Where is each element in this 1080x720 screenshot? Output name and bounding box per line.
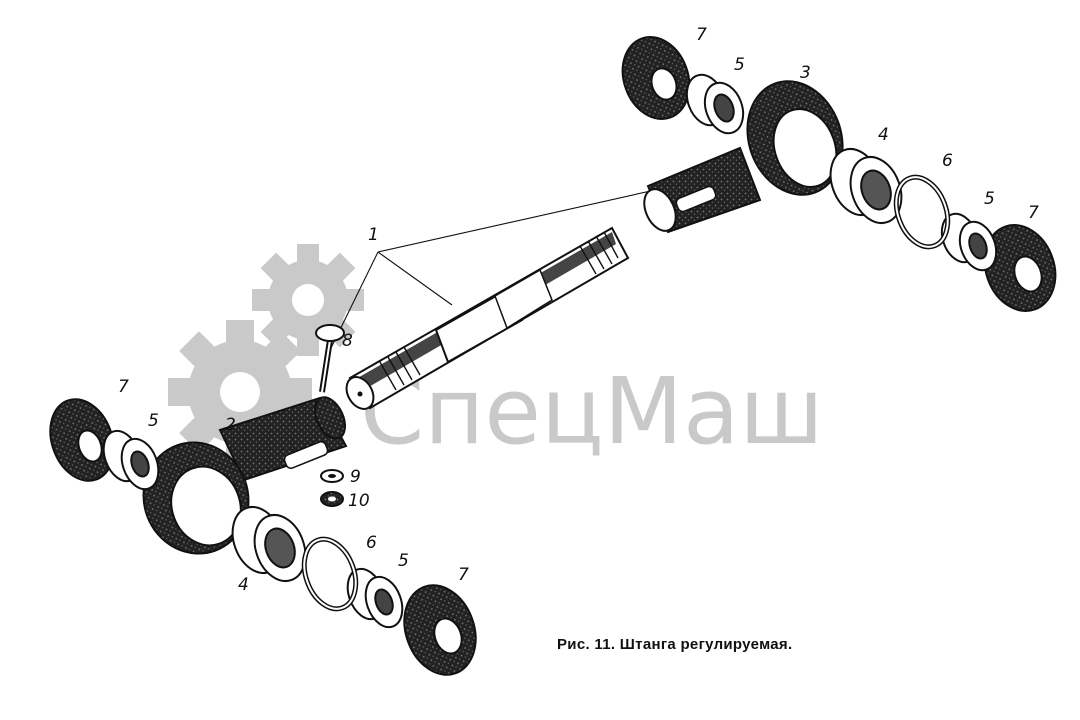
label-right-seal-bottom: 7 xyxy=(1028,203,1039,223)
label-left-outer-race: 4 xyxy=(238,575,249,595)
nut-hole xyxy=(328,496,336,502)
label-left-seal-bottom: 7 xyxy=(458,565,469,585)
outer-race-right xyxy=(829,148,903,224)
label-rod: 1 xyxy=(368,225,379,245)
label-right-retaining-ring: 6 xyxy=(942,151,953,171)
seal-right-bottom xyxy=(983,224,1057,312)
label-left-retaining-ring: 6 xyxy=(366,533,377,553)
roller-bearing-left-top xyxy=(102,429,160,491)
seal-right-top xyxy=(621,36,691,120)
right-rod-head xyxy=(643,80,844,234)
label-left-seal-top: 7 xyxy=(118,377,129,397)
left-rod-head xyxy=(142,396,348,555)
label-right-outer-race: 4 xyxy=(878,125,889,145)
label-bolt: 8 xyxy=(342,331,353,351)
retaining-ring-right-inner xyxy=(895,176,949,248)
retaining-ring-left-inner xyxy=(303,538,357,610)
label-left-bearing-bottom: 5 xyxy=(398,551,409,571)
washer-hole xyxy=(328,474,336,478)
seal-left-bottom xyxy=(403,584,477,676)
roller-bearing-right-top xyxy=(685,73,745,135)
label-washer: 9 xyxy=(350,467,361,487)
label-right-bearing-bottom: 5 xyxy=(984,189,995,209)
label-nut: 10 xyxy=(348,491,370,511)
outer-race-left xyxy=(231,506,307,582)
watermark-text: СпецМаш xyxy=(360,358,824,465)
figure-caption: Рис. 11. Штанга регулируемая. xyxy=(557,636,793,653)
seal-left-top xyxy=(49,398,115,482)
label-right-bearing-top: 5 xyxy=(734,55,745,75)
bolt xyxy=(315,324,345,393)
adjustable-rod xyxy=(345,226,630,410)
label-left-bearing-top: 5 xyxy=(148,411,159,431)
roller-bearing-right-bottom xyxy=(940,212,998,272)
label-left-head: 2 xyxy=(225,415,236,435)
label-right-head: 3 xyxy=(800,63,811,83)
label-right-seal-top: 7 xyxy=(696,25,707,45)
